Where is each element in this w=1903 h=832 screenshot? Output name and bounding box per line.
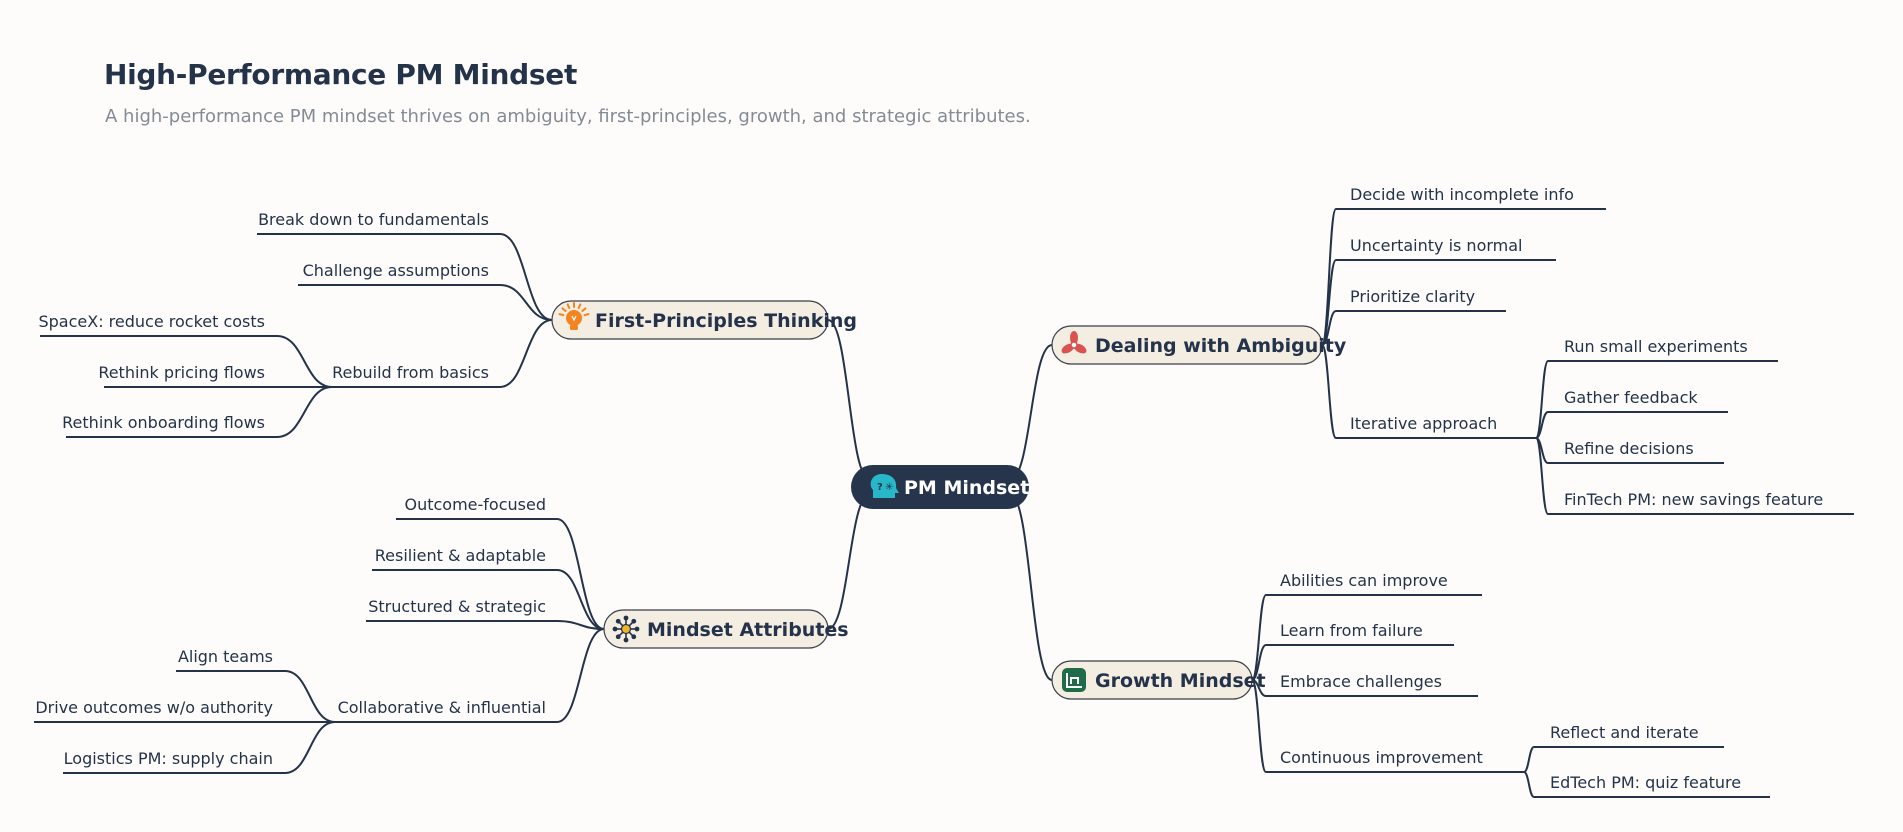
subtopic-label: Rethink pricing flows [98,363,265,382]
topic-decide-with-incomplete-info[interactable]: Decide with incomplete info [1336,185,1606,210]
topic-uncertainty-is-normal[interactable]: Uncertainty is normal [1336,236,1556,261]
topic-learn-from-failure[interactable]: Learn from failure [1266,621,1454,646]
branch-growth-mindset[interactable]: Growth Mindset [1051,660,1266,700]
connector-line [556,628,605,723]
subtopic-drive-outcomes-w-o-authority[interactable]: Drive outcomes w/o authority [34,698,285,723]
connector-line [556,518,605,630]
svg-text:✳: ✳ [885,482,893,493]
connector-line [827,493,871,630]
branch-label: Mindset Attributes [647,619,849,641]
page-title: High-Performance PM Mindset [104,58,578,91]
lightbulb-icon [558,302,590,330]
connector-line [499,233,553,321]
subtopic-label: Reflect and iterate [1550,723,1699,742]
connector-line [827,319,871,481]
branch-label: Growth Mindset [1095,670,1266,692]
topic-continuous-improvement[interactable]: Continuous improvement [1266,748,1524,773]
branch-mindset-attributes[interactable]: Mindset Attributes [603,609,849,649]
connector-line [1523,771,1535,798]
branch-label: Dealing with Ambiguity [1095,335,1347,357]
connector-line [499,319,553,388]
subtopic-reflect-and-iterate[interactable]: Reflect and iterate [1534,723,1724,748]
subtopic-label: Run small experiments [1564,337,1748,356]
topic-prioritize-clarity[interactable]: Prioritize clarity [1336,287,1506,312]
connector-line [1523,746,1535,773]
subtopic-refine-decisions[interactable]: Refine decisions [1548,439,1724,464]
connector-line [556,569,605,630]
topic-label: Iterative approach [1350,414,1497,433]
connector-line [556,620,605,630]
topic-label: Outcome-focused [405,495,547,514]
subtopic-label: Gather feedback [1564,388,1698,407]
subtopic-align-teams[interactable]: Align teams [176,647,285,672]
subtopic-label: Drive outcomes w/o authority [35,698,273,717]
subtopic-label: Align teams [178,647,273,666]
connector-line [1535,411,1549,439]
topic-collaborative-influential[interactable]: Collaborative & influential [335,698,557,723]
topic-label: Continuous improvement [1280,748,1483,767]
connector-line [1251,644,1267,681]
topic-label: Rebuild from basics [332,363,489,382]
svg-text:?: ? [877,482,883,493]
subtopic-run-small-experiments[interactable]: Run small experiments [1548,337,1778,362]
subtopic-label: Rethink onboarding flows [62,413,265,432]
network-icon [612,615,640,643]
subtopic-gather-feedback[interactable]: Gather feedback [1548,388,1728,413]
topic-outcome-focused[interactable]: Outcome-focused [396,495,557,520]
topic-iterative-approach[interactable]: Iterative approach [1336,414,1536,439]
branch-first-principles[interactable]: First-Principles Thinking [551,300,857,340]
connector-line [1321,310,1337,346]
subtopic-rethink-onboarding-flows[interactable]: Rethink onboarding flows [62,413,277,438]
connector-line [499,284,553,321]
connector-line [276,386,333,438]
brain-icon: ?✳ [870,474,899,498]
page-subtitle: A high-performance PM mindset thrives on… [105,106,1031,127]
topic-label: Collaborative & influential [338,698,546,717]
subtopic-label: EdTech PM: quiz feature [1550,773,1741,792]
connector-line [1009,344,1053,481]
subtopic-fintech-pm-new-savings-feature[interactable]: FinTech PM: new savings feature [1548,490,1854,515]
subtopic-label: Refine decisions [1564,439,1694,458]
topic-resilient-adaptable[interactable]: Resilient & adaptable [372,546,557,571]
topic-label: Break down to fundamentals [258,210,489,229]
subtopic-logistics-pm-supply-chain[interactable]: Logistics PM: supply chain [63,749,285,774]
topic-break-down-to-fundamentals[interactable]: Break down to fundamentals [257,210,500,235]
subtopic-label: SpaceX: reduce rocket costs [38,312,265,331]
topic-label: Resilient & adaptable [375,546,546,565]
topic-label: Challenge assumptions [303,261,489,280]
connector-line [284,670,336,723]
root-node[interactable]: ?✳PM Mindset [851,465,1029,509]
connector-line [276,335,333,388]
topic-label: Uncertainty is normal [1350,236,1523,255]
connector-line [1009,493,1053,681]
subtopic-rethink-pricing-flows[interactable]: Rethink pricing flows [98,363,277,388]
topic-label: Prioritize clarity [1350,287,1475,306]
connector-line [1321,344,1337,439]
subtopic-edtech-pm-quiz-feature[interactable]: EdTech PM: quiz feature [1534,773,1770,798]
topic-challenge-assumptions[interactable]: Challenge assumptions [298,261,500,286]
topic-label: Learn from failure [1280,621,1423,640]
subtopic-spacex-reduce-rocket-costs[interactable]: SpaceX: reduce rocket costs [38,312,277,337]
connector-line [284,721,336,774]
branch-label: First-Principles Thinking [595,310,857,332]
pinwheel-icon [1061,331,1087,354]
topic-embrace-challenges[interactable]: Embrace challenges [1266,672,1478,697]
topic-structured-strategic[interactable]: Structured & strategic [366,597,557,622]
topic-label: Structured & strategic [368,597,546,616]
connector-line [1535,437,1549,515]
topic-label: Decide with incomplete info [1350,185,1574,204]
topic-abilities-can-improve[interactable]: Abilities can improve [1266,571,1482,596]
subtopic-label: FinTech PM: new savings feature [1564,490,1823,509]
topic-label: Embrace challenges [1280,672,1442,691]
growth-chart-icon [1062,668,1086,692]
branch-dealing-with-ambiguity[interactable]: Dealing with Ambiguity [1051,325,1347,365]
topic-rebuild-from-basics[interactable]: Rebuild from basics [332,363,500,388]
connector-line [1251,679,1267,773]
root-label: PM Mindset [904,477,1029,499]
topic-label: Abilities can improve [1280,571,1448,590]
subtopic-label: Logistics PM: supply chain [64,749,273,768]
